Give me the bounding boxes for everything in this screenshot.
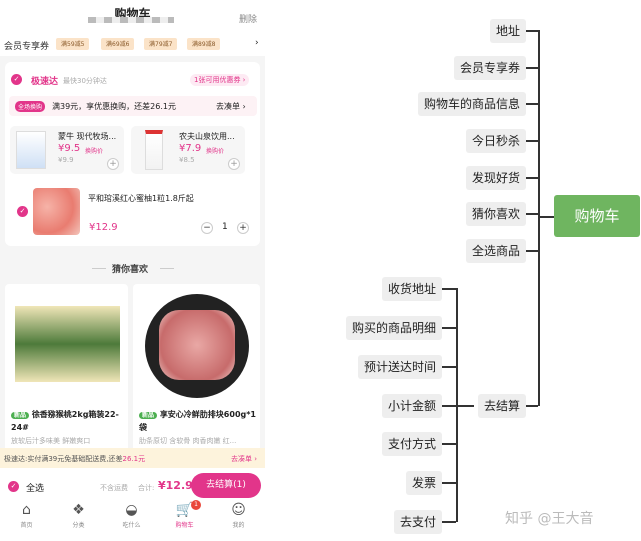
kiwi-box-image	[15, 306, 120, 382]
mindmap-leaf: 去支付	[393, 510, 442, 534]
coupon[interactable]: 满59减5	[56, 38, 90, 50]
product-desc: 肋条原切 含软骨 肉香肉嫩 红...	[139, 437, 237, 445]
exchange-item[interactable]: 蒙牛 现代牧场... ¥9.5 换购价 ¥9.9 +	[10, 126, 124, 174]
delivery-text: 极速达:实付满39元免基础配送费,还差	[4, 455, 123, 463]
total-amount: ¥12.9	[158, 479, 193, 492]
coupon[interactable]: 满89减8	[187, 38, 221, 50]
item-name: 蒙牛 现代牧场...	[58, 132, 117, 141]
shopping-cart-screen: 购物车 删除 会员专享券 满59减5 满69减6 满79减7 满89减8 › ✓…	[0, 0, 265, 541]
promo-text: 满39元，享优惠换购，还差26.1元	[52, 102, 176, 111]
water-image	[145, 130, 163, 170]
item-price: ¥9.5	[58, 143, 81, 154]
cart-item-name: 平和琯溪红心蜜柚1粒1.8斤起	[88, 194, 194, 203]
mindmap-node: 全选商品	[465, 239, 526, 263]
cart-item-price: ¥12.9	[89, 222, 118, 233]
product-name: 徐香猕猴桃2kg箱装22-24#	[11, 410, 119, 432]
delivery-bar: 极速达:实付满39元免基础配送费,还差26.1元 去凑单 ›	[0, 448, 265, 468]
tab-home[interactable]: ⌂首页	[0, 502, 53, 529]
delete-button[interactable]: 删除	[238, 15, 257, 25]
item-price: ¥7.9	[179, 143, 202, 154]
coupon-label: 会员专享券	[4, 42, 50, 52]
item-tag: 换购价	[85, 148, 104, 155]
new-tag: 新品	[11, 412, 30, 419]
mindmap-leaf: 购买的商品明细	[345, 316, 442, 340]
express-checkbox[interactable]: ✓	[11, 74, 22, 85]
home-icon: ⌂	[22, 502, 31, 518]
recommend-card[interactable]: 新品 徐香猕猴桃2kg箱装22-24# 放软后汁多味美 鲜嫩爽口	[5, 284, 128, 454]
grid-icon: ❖	[72, 502, 85, 518]
item-checkbox[interactable]: ✓	[17, 206, 28, 217]
quantity-value[interactable]: 1	[222, 222, 228, 232]
item-name: 农夫山泉饮用...	[179, 132, 235, 141]
select-all-label[interactable]: 全选	[26, 484, 45, 494]
express-eta: 最快30分钟达	[63, 77, 107, 85]
mindmap-node: 发现好货	[465, 166, 526, 190]
recommend-card[interactable]: 新品 享安心冷鲜肋排块600g*1袋 肋条原切 含软骨 肉香肉嫩 红...	[133, 284, 260, 454]
tab-what-to-eat[interactable]: ◒吃什么	[105, 502, 158, 529]
mindmap-leaf: 发票	[405, 471, 442, 495]
address-blurred	[88, 17, 174, 23]
mindmap-node: 猜你喜欢	[465, 202, 526, 226]
tab-cart[interactable]: 🛒购物车 1	[158, 500, 211, 529]
cart-icon: 🛒	[175, 502, 194, 518]
add-button[interactable]: +	[228, 158, 240, 170]
select-all-checkbox[interactable]: ✓	[8, 481, 19, 492]
coupon[interactable]: 满69减6	[101, 38, 135, 50]
coupon-more-icon[interactable]: ›	[255, 38, 259, 48]
mindmap-root: 购物车	[554, 195, 640, 237]
guess-title: 猜你喜欢	[112, 265, 149, 275]
tab-category[interactable]: ❖分类	[52, 502, 105, 529]
mindmap-node: 购物车的商品信息	[417, 92, 526, 116]
tab-mine[interactable]: ☺我的	[212, 502, 265, 529]
delivery-link[interactable]: 去凑单 ›	[231, 455, 258, 463]
mindmap-leaf: 支付方式	[381, 432, 442, 456]
add-button[interactable]: +	[107, 158, 119, 170]
bowl-icon: ◒	[125, 502, 138, 518]
cart-badge: 1	[191, 500, 201, 510]
milk-image	[16, 131, 46, 169]
mindmap-node: 去结算	[477, 394, 526, 418]
promo-link[interactable]: 去凑单 ›	[216, 102, 246, 111]
mindmap-node: 今日秒杀	[465, 129, 526, 153]
mindmap-leaf: 预计送达时间	[357, 355, 442, 379]
pomelo-image	[33, 188, 80, 235]
product-desc: 放软后汁多味美 鲜嫩爽口	[11, 437, 91, 445]
item-tag: 换购价	[206, 148, 225, 155]
item-orig-price: ¥9.9	[58, 156, 74, 164]
shipping-note: 不含运费	[100, 484, 128, 492]
increase-button[interactable]: +	[237, 222, 249, 234]
exchange-item[interactable]: 农夫山泉饮用... ¥7.9 换购价 ¥8.5 +	[131, 126, 245, 174]
express-name: 极速达	[31, 77, 59, 87]
product-name: 享安心冷鲜肋排块600g*1袋	[139, 410, 256, 432]
mindmap-leaf: 小计金额	[381, 394, 442, 418]
mindmap-node: 会员专享券	[453, 56, 526, 80]
item-orig-price: ¥8.5	[179, 156, 195, 164]
new-tag: 新品	[139, 412, 158, 419]
ribs-plate-image	[145, 294, 249, 398]
checkout-button[interactable]: 去结算(1)	[191, 473, 261, 498]
total-label: 合计:	[138, 484, 155, 492]
coupon[interactable]: 满79减7	[144, 38, 178, 50]
delivery-amount: 26.1元	[122, 455, 146, 463]
mindmap-leaf: 收货地址	[381, 277, 442, 301]
decrease-button[interactable]: −	[201, 222, 213, 234]
promo-tag: 全场换购	[15, 101, 46, 112]
coupon-link[interactable]: 1张可用优惠券 ›	[190, 74, 250, 86]
watermark: 知乎 @王大音	[505, 511, 594, 527]
mindmap-node: 地址	[489, 19, 526, 43]
smile-icon: ☺	[231, 502, 246, 518]
